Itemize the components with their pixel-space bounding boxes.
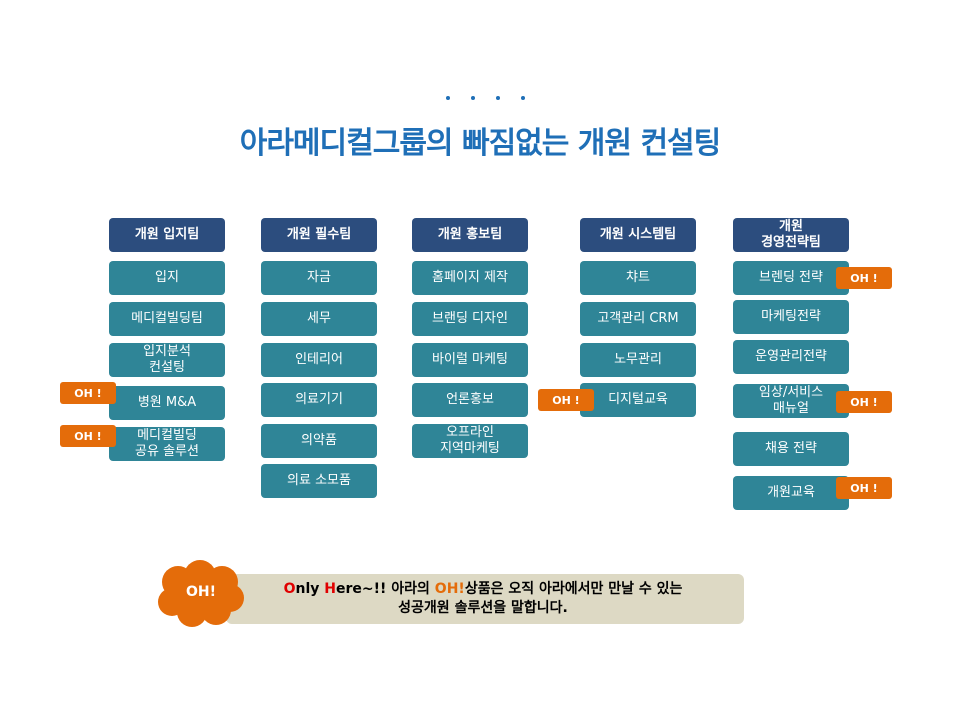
item-branding-strategy: 브렌딩 전략 [733,261,849,295]
footer-banner [226,574,744,624]
item-press: 언론홍보 [412,383,528,417]
oh-badge: OH ! [60,382,116,404]
item-chart: 챠트 [580,261,696,295]
item-opening-education: 개원교육 [733,476,849,510]
page-title: 아라메디컬그룹의 빠짐없는 개원 컨설팅 [239,126,722,161]
column-header-system: 개원 시스템팀 [580,218,696,252]
item-digital-education: 디지털교육 [580,383,696,417]
item-hospital-ma: 병원 M&A [109,386,225,420]
item-interior: 인테리어 [261,343,377,377]
column-header-location: 개원 입지팀 [109,218,225,252]
banner-text: Only Here~!! 아라의 OH!상품은 오직 아라에서만 만날 수 있는… [283,581,683,616]
item-viral-marketing: 바이럴 마케팅 [412,343,528,377]
oh-badge: OH ! [836,391,892,413]
title-dots [440,96,540,108]
oh-badge: OH ! [60,425,116,447]
cloud-icon [158,560,244,627]
item-labor: 노무관리 [580,343,696,377]
item-tax: 세무 [261,302,377,336]
item-medical-building-team: 메디컬빌딩팀 [109,302,225,336]
item-medical-equipment: 의료기기 [261,383,377,417]
column-header-strategy: 개원 경영전략팀 [733,218,849,252]
item-medical-supplies: 의료 소모품 [261,464,377,498]
item-offline-marketing: 오프라인 지역마케팅 [412,424,528,458]
item-homepage: 홈페이지 제작 [412,261,528,295]
item-location-analysis: 입지분석 컨설팅 [109,343,225,377]
item-location: 입지 [109,261,225,295]
item-operation-strategy: 운영관리전략 [733,340,849,374]
item-funding: 자금 [261,261,377,295]
column-header-promotion: 개원 홍보팀 [412,218,528,252]
item-pharmaceuticals: 의약품 [261,424,377,458]
item-crm: 고객관리 CRM [580,302,696,336]
item-clinical-manual: 임상/서비스 매뉴얼 [733,384,849,418]
item-marketing-strategy: 마케팅전략 [733,300,849,334]
oh-badge: OH ! [836,477,892,499]
item-building-sharing: 메디컬빌딩 공유 솔루션 [109,427,225,461]
item-hiring-strategy: 채용 전략 [733,432,849,466]
oh-badge: OH ! [538,389,594,411]
column-header-essentials: 개원 필수팀 [261,218,377,252]
item-branding-design: 브랜딩 디자인 [412,302,528,336]
cloud-label: OH! [185,584,216,600]
oh-badge: OH ! [836,267,892,289]
